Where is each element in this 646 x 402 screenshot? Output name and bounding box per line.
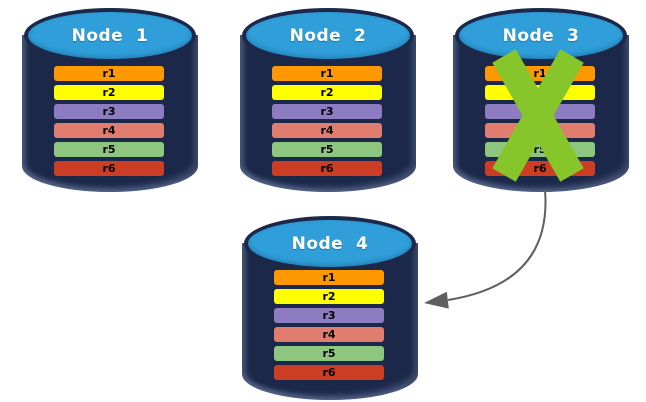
row-r6: r6: [274, 365, 384, 380]
node-4-rows: r1 r2 r3 r4 r5 r6: [274, 270, 384, 384]
failure-x-icon: [492, 49, 584, 182]
row-r4: r4: [54, 123, 164, 138]
row-r4: r4: [274, 327, 384, 342]
row-r1: r1: [54, 66, 164, 81]
node-4-title: Node 4: [291, 233, 369, 254]
node-2-cylinder-top: Node 2: [242, 8, 414, 63]
node-3-cylinder-top: Node 3: [455, 8, 627, 63]
row-r2: r2: [54, 85, 164, 100]
node-3-title: Node 3: [502, 25, 580, 46]
node-2-title: Node 2: [289, 25, 367, 46]
node-4-cylinder-top: Node 4: [244, 216, 416, 271]
row-r5: r5: [54, 142, 164, 157]
row-r5: r5: [272, 142, 382, 157]
node-1-cylinder: Node 1 r1 r2 r3 r4 r5 r6: [22, 8, 198, 192]
row-r1: r1: [272, 66, 382, 81]
node-1-rows: r1 r2 r3 r4 r5 r6: [54, 66, 164, 180]
node-2-cylinder: Node 2 r1 r2 r3 r4 r5 r6: [240, 8, 416, 192]
replication-arrow: [424, 189, 547, 309]
row-r3: r3: [54, 104, 164, 119]
row-r6: r6: [272, 161, 382, 176]
row-r6: r6: [54, 161, 164, 176]
node-2-rows: r1 r2 r3 r4 r5 r6: [272, 66, 382, 180]
node-1-cylinder-top: Node 1: [24, 8, 196, 63]
row-r2: r2: [274, 289, 384, 304]
row-r2: r2: [272, 85, 382, 100]
node-1-title: Node 1: [71, 25, 149, 46]
node-4-cylinder: Node 4 r1 r2 r3 r4 r5 r6: [242, 216, 418, 400]
row-r3: r3: [272, 104, 382, 119]
arrowhead-icon: [424, 291, 449, 309]
row-r4: r4: [272, 123, 382, 138]
row-r5: r5: [274, 346, 384, 361]
node-3-cylinder: Node 3 r1 r2 r3 r4 r5 r6: [453, 8, 629, 192]
row-r1: r1: [274, 270, 384, 285]
row-r3: r3: [274, 308, 384, 323]
